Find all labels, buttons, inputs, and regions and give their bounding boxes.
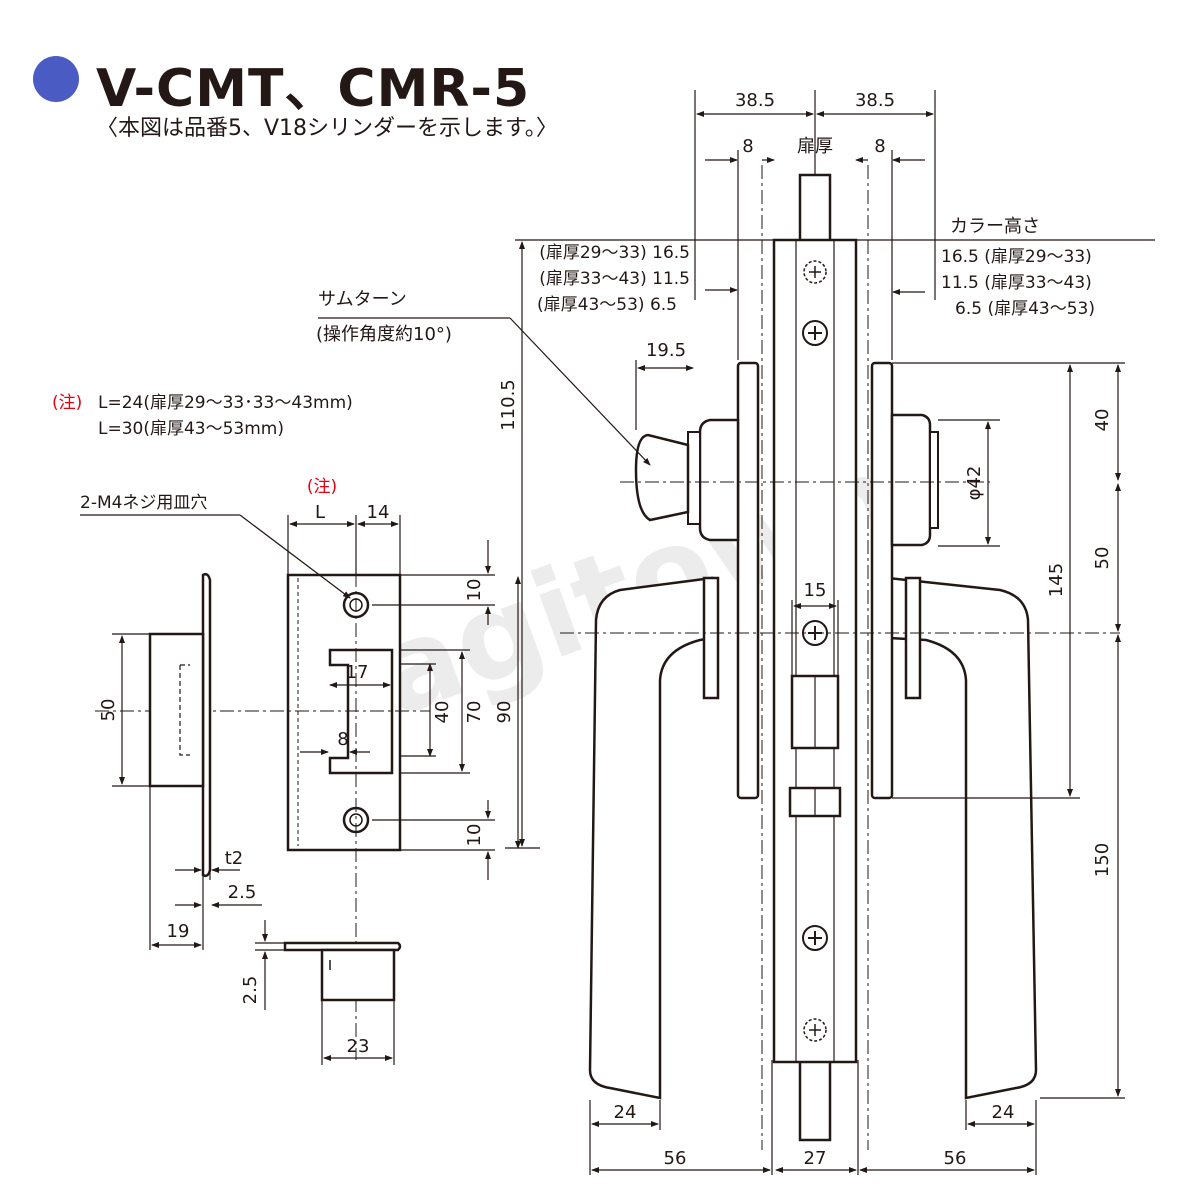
screw-lower bbox=[802, 925, 828, 951]
left-collar-row-3: (扉厚43～53) 6.5 bbox=[537, 295, 677, 315]
dimension-texts: 38.5 38.5 8 扉厚 8 カラー高さ (扉厚29～33) 16.5 (扉… bbox=[52, 90, 1113, 1169]
strike-dim-90: 90 bbox=[494, 701, 515, 724]
strike-dim-14: 14 bbox=[367, 502, 390, 523]
right-collar-row-1: 16.5 (扉厚29～33) bbox=[941, 247, 1092, 267]
strike-box-side bbox=[148, 572, 212, 878]
strike-dim-40: 40 bbox=[432, 701, 453, 724]
dim-lever-left-24: 24 bbox=[614, 1102, 637, 1123]
dim-overall-height: 110.5 bbox=[498, 379, 519, 431]
left-collar-row-1: (扉厚29～33) 16.5 bbox=[539, 243, 690, 263]
header-bullet-dot bbox=[33, 56, 79, 102]
strike-dim-10-top: 10 bbox=[464, 579, 485, 602]
right-escutcheon-plate bbox=[870, 361, 894, 800]
dim-right-50: 50 bbox=[1092, 547, 1113, 570]
strike-dim-8: 8 bbox=[337, 729, 348, 750]
screw-bottom-dashed bbox=[803, 1018, 827, 1042]
lock-case-upper-spindle bbox=[798, 173, 832, 247]
page-title: V-CMT、CMR-5 bbox=[96, 59, 531, 119]
screw-hole-label: 2-M4ネジ用皿穴 bbox=[80, 493, 207, 513]
box-dim-2-5: 2.5 bbox=[228, 882, 257, 903]
right-collar-row-3: 6.5 (扉厚43～53) bbox=[955, 299, 1095, 319]
note-line-1: L=24(扉厚29～33･33～43mm) bbox=[98, 393, 353, 413]
left-escutcheon-plate bbox=[736, 361, 760, 800]
collar-height-label: カラー高さ bbox=[950, 216, 1040, 237]
assembly-centerlines bbox=[560, 165, 1120, 1150]
box-dim-t2: t2 bbox=[225, 848, 244, 869]
note-marker: (注) bbox=[52, 393, 82, 413]
dim-top-left: 38.5 bbox=[735, 90, 775, 111]
box-dim-50: 50 bbox=[98, 699, 119, 722]
thumbturn-label: サムターン bbox=[318, 289, 407, 310]
cylinder-boss bbox=[890, 413, 932, 547]
dim-door-side-left: 8 bbox=[742, 136, 753, 157]
strike-dimensions bbox=[80, 514, 521, 880]
door-thickness-label: 扉厚 bbox=[797, 136, 833, 157]
box-dim-19: 19 bbox=[167, 921, 190, 942]
right-collar-row-2: 11.5 (扉厚33～43) bbox=[941, 273, 1092, 293]
dim-top-right: 38.5 bbox=[855, 90, 895, 111]
strike-dim-17: 17 bbox=[346, 662, 369, 683]
cylinder-face bbox=[929, 431, 939, 529]
thumbturn-knob bbox=[634, 433, 690, 522]
strike-box-bottom bbox=[283, 941, 402, 1002]
strike-box-dimensions bbox=[112, 633, 262, 950]
dim-150: 150 bbox=[1092, 843, 1113, 877]
thumbturn-base bbox=[698, 418, 740, 542]
strike-dim-10-bottom: 10 bbox=[464, 824, 485, 847]
lock-case-lower-spindle bbox=[798, 1058, 832, 1142]
page-subtitle: 〈本図は品番5、V18シリンダーを示します。〉 bbox=[96, 116, 558, 141]
right-lever-handle bbox=[886, 576, 1038, 1100]
dim-thumbturn-width: 19.5 bbox=[646, 340, 686, 361]
dim-right-40: 40 bbox=[1092, 409, 1113, 432]
strike-note-marker: (注) bbox=[307, 477, 337, 497]
screw-upper bbox=[802, 320, 828, 346]
bottom-dim-23: 23 bbox=[347, 1036, 370, 1057]
left-collar-row-2: (扉厚33～43) 11.5 bbox=[539, 269, 690, 289]
dim-door-side-right: 8 bbox=[874, 136, 885, 157]
strike-dim-L: L bbox=[315, 502, 325, 523]
dim-145: 145 bbox=[1046, 563, 1067, 597]
thumbturn-angle-label: (操作角度約10°) bbox=[316, 324, 452, 345]
dim-lever-left-56: 56 bbox=[664, 1148, 687, 1169]
dim-front-27: 27 bbox=[804, 1148, 827, 1169]
dim-15: 15 bbox=[804, 580, 827, 601]
screw-top-dashed bbox=[803, 260, 827, 284]
dim-lever-right-24: 24 bbox=[992, 1102, 1015, 1123]
left-lever-handle bbox=[588, 576, 720, 1100]
dim-lever-right-56: 56 bbox=[944, 1148, 967, 1169]
note-line-2: L=30(扉厚43～53mm) bbox=[98, 419, 284, 439]
dim-cylinder-diameter: φ42 bbox=[964, 466, 985, 501]
thumbturn-neck bbox=[687, 431, 701, 525]
strike-dim-70: 70 bbox=[464, 701, 485, 724]
bottom-dim-2-5: 2.5 bbox=[240, 976, 261, 1005]
strike-plate-front bbox=[286, 573, 402, 852]
strike-bottom-dimensions bbox=[255, 920, 395, 1065]
